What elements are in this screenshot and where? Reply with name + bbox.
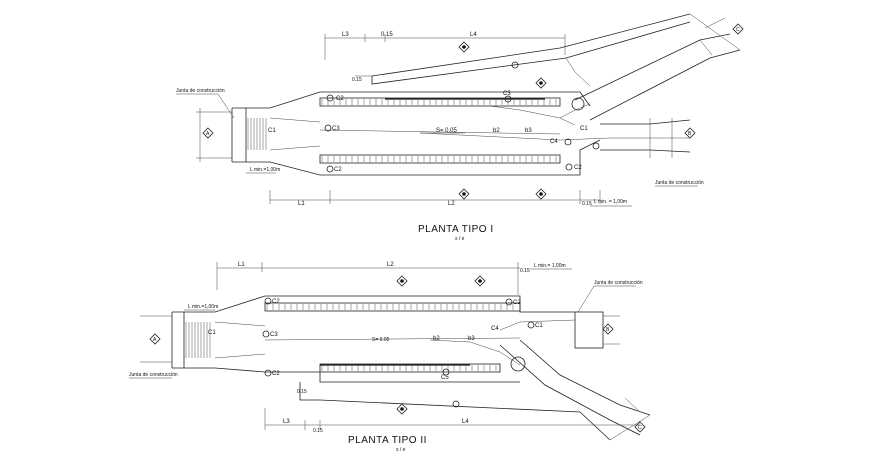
label2-b3: b3	[468, 336, 475, 342]
plan2-scale: s / e	[396, 447, 406, 453]
label-c3-left: C3	[332, 126, 340, 132]
note-lmin-left: L min.=1,00m	[250, 167, 280, 173]
dim2-015-top: 0.15	[520, 268, 530, 274]
section-marker: C	[732, 23, 744, 35]
label-b3: b3	[525, 128, 532, 134]
dim-lmin-bottom: L min. = 1,00m	[594, 199, 627, 205]
label2-c4: C4	[491, 326, 499, 332]
label-c1-left: C1	[268, 128, 276, 134]
plan1-scale: s / e	[455, 236, 465, 242]
slope2-label: S= 0.05	[372, 337, 390, 343]
label2-c3: C3	[270, 332, 278, 338]
section-marker	[396, 275, 408, 287]
dim2-l2: L2	[387, 262, 394, 268]
symbol-circle	[504, 95, 512, 103]
svg-text:A: A	[206, 131, 210, 137]
label-c1-right: C1	[580, 126, 588, 132]
dim2-015-left: 0.15	[297, 389, 307, 395]
dim-015-left: 0.15	[352, 77, 362, 83]
symbol-circle	[565, 163, 573, 171]
symbol-circle	[324, 124, 332, 132]
section-marker: B	[684, 127, 696, 139]
hatch-rows-1	[247, 99, 557, 162]
manhole-symbol	[571, 97, 585, 111]
label2-b2: b2	[433, 336, 440, 342]
dim-015-top: 0.15	[381, 32, 393, 38]
label-b2: b2	[493, 128, 500, 134]
svg-text:A: A	[153, 337, 157, 343]
label2-c5: C5	[441, 375, 449, 381]
dim2-l1: L1	[238, 262, 245, 268]
hatch-rows-2	[185, 304, 514, 371]
section-marker	[474, 275, 486, 287]
label-c2-top: C2	[336, 96, 344, 102]
dim-015-bottom: 0.15	[582, 201, 592, 207]
dim-l4: L4	[470, 32, 477, 38]
label-c2-right: C2	[574, 165, 582, 171]
note2-lmin-left: L min.=1,00m	[188, 304, 218, 310]
section-marker	[396, 403, 408, 415]
label-c2-bottom: C2	[334, 167, 342, 173]
symbol-circle	[564, 138, 572, 146]
section-marker: A	[202, 127, 214, 139]
dim2-lmin-top: L min.= 1,00m	[534, 263, 566, 269]
dim-l2: L2	[448, 201, 455, 207]
symbol-circle	[326, 94, 334, 102]
dim-l1: L1	[298, 201, 305, 207]
section-marker: A	[149, 333, 161, 345]
manhole-symbol	[510, 356, 526, 372]
symbol-circle	[511, 61, 519, 69]
label2-c2-right: C2	[513, 300, 521, 306]
section-marker: B	[602, 323, 614, 335]
dim2-l3: L3	[283, 419, 290, 425]
dim2-l4: L4	[462, 419, 469, 425]
section-marker	[535, 77, 547, 89]
section-marker	[458, 188, 470, 200]
symbol-circle	[505, 298, 513, 306]
section-marker	[458, 41, 470, 53]
note-junta-left: Junta de construcción	[176, 88, 225, 94]
section-marker: C	[634, 421, 646, 433]
label2-c2-bottom: C2	[272, 371, 280, 377]
label-c4: C4	[550, 139, 558, 145]
label2-c1-left: C1	[208, 330, 216, 336]
plan-tipo-1: L3 0.15 L4 0.15	[176, 13, 744, 242]
svg-text:C: C	[736, 27, 740, 33]
symbol-circle	[527, 321, 535, 329]
symbol-circle	[262, 330, 270, 338]
label-c3-top: C3	[503, 91, 511, 97]
label2-c2-top: C2	[272, 299, 280, 305]
slope-label: S= 0.05	[436, 128, 458, 134]
note2-junta-right: Junta de construcción	[594, 280, 643, 286]
svg-text:B: B	[688, 131, 692, 137]
symbol-circle	[326, 165, 334, 173]
dim2-015-bottom: 0.15	[313, 428, 323, 434]
note2-junta-left: Junta de construcción	[129, 372, 178, 378]
symbol-circle	[592, 142, 600, 150]
svg-text:C: C	[638, 425, 642, 431]
plan2-title: PLANTA TIPO II	[348, 435, 427, 446]
svg-text:B: B	[606, 327, 610, 333]
note-junta-right: Junta de construcción	[655, 180, 704, 186]
symbol-circle	[452, 400, 460, 408]
plan-tipo-2: L1 L2 0.15 L min.= 1,00m	[129, 262, 651, 453]
label2-c1-right: C1	[535, 323, 543, 329]
symbol-circle	[264, 369, 272, 377]
symbol-circle	[264, 297, 272, 305]
plan1-title: PLANTA TIPO I	[418, 224, 494, 235]
dim-l3: L3	[342, 32, 349, 38]
symbol-circle	[442, 368, 450, 376]
section-marker	[535, 188, 547, 200]
